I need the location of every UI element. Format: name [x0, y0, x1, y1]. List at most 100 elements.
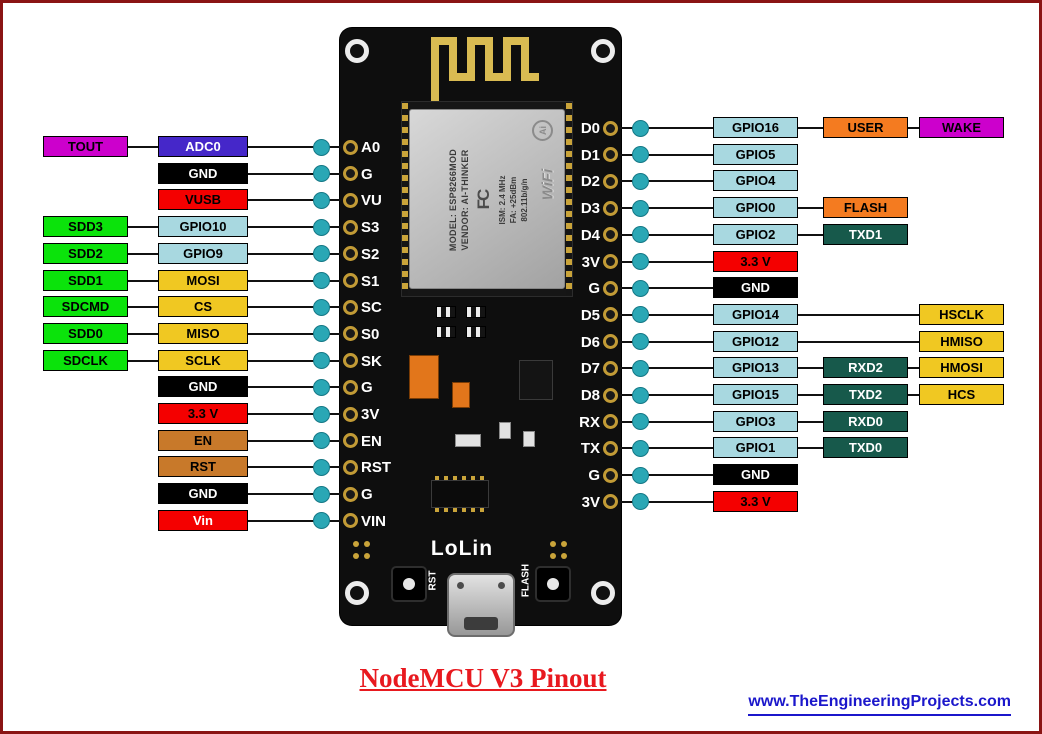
board-pin — [602, 360, 618, 376]
pin-function-label: MOSI — [158, 269, 248, 291]
connector-dot — [312, 512, 330, 530]
connector-dot — [312, 191, 330, 209]
board-pin — [342, 353, 358, 369]
esp-std-text: 802.11b/g/n — [519, 178, 529, 222]
connector-line — [619, 367, 713, 370]
smd-resistor — [436, 306, 456, 318]
connector-line — [798, 394, 823, 396]
pin-function-label: 3.3 V — [713, 490, 798, 512]
wifi-antenna-icon — [431, 37, 539, 105]
pin-function-label: GPIO0 — [713, 197, 798, 219]
connector-line — [128, 279, 158, 282]
board-pin — [602, 334, 618, 350]
esp-pa-text: FA: +25dBm — [508, 176, 518, 224]
connector-line — [128, 146, 158, 148]
solder-pad — [353, 541, 359, 547]
connector-dot — [631, 306, 649, 324]
connector-dot — [631, 253, 649, 270]
connector-dot — [312, 165, 330, 183]
connector-line — [619, 474, 713, 477]
board-pin — [602, 147, 618, 163]
connector-dot — [312, 325, 330, 343]
board-pin — [602, 494, 618, 510]
connector-dot — [312, 458, 330, 476]
board-pin-label: G — [588, 280, 600, 298]
pin-function-label: CS — [158, 296, 248, 318]
board-pin-label: RX — [579, 413, 600, 431]
mounting-hole — [345, 39, 369, 63]
connector-line — [248, 252, 342, 255]
solder-pad — [364, 541, 370, 547]
board-pin — [602, 254, 618, 269]
usb-slot — [464, 617, 498, 630]
board-pin — [602, 227, 618, 243]
page-title: NodeMCU V3 Pinout — [359, 663, 607, 693]
connector-line — [798, 447, 823, 450]
pin-function-label: TOUT — [43, 136, 128, 157]
board-pin-label: S1 — [361, 272, 380, 290]
board-pin — [342, 486, 358, 502]
pin-function-label: SDD0 — [43, 322, 128, 344]
connector-dot — [631, 146, 649, 164]
board-pin-label: TX — [580, 440, 600, 458]
pin-function-label: RST — [158, 456, 248, 478]
flash-button[interactable] — [535, 566, 571, 602]
pin-function-label: HMOSI — [919, 357, 1004, 379]
connector-line — [619, 447, 713, 450]
pin-function-label: GPIO15 — [713, 384, 798, 405]
flash-button-cap — [547, 578, 559, 590]
board-pin-label: D7 — [580, 360, 600, 378]
board-pin-label: RST — [361, 459, 391, 477]
board-pin-label: G — [588, 467, 600, 485]
board-pin — [342, 166, 358, 182]
pin-function-label: GND — [713, 464, 798, 486]
board-pin — [342, 219, 358, 235]
connector-line — [798, 233, 823, 236]
website-link[interactable]: www.TheEngineeringProjects.com — [748, 693, 1011, 716]
connector-line — [248, 199, 342, 202]
pin-function-label: TXD1 — [823, 223, 908, 245]
pin-function-label: ADC0 — [158, 136, 248, 157]
esp8266-shield: MODEL: ESP8266MOD VENDOR: AI-THINKER FC … — [409, 109, 565, 289]
pin-function-label: SCLK — [158, 349, 248, 371]
board-pin — [602, 387, 618, 403]
mounting-hole — [591, 39, 615, 63]
board-pin-label: D8 — [580, 387, 600, 404]
smd-resistor — [466, 306, 486, 318]
pin-function-label: MISO — [158, 322, 248, 344]
fcc-logo: FC — [473, 190, 493, 210]
pin-function-label: GPIO9 — [158, 242, 248, 264]
board-pin-label: SC — [361, 299, 382, 317]
connector-line — [619, 260, 713, 263]
mounting-hole — [345, 581, 369, 605]
connector-dot — [312, 352, 330, 370]
smd-component — [523, 431, 535, 447]
board-pin — [602, 440, 618, 456]
pin-function-label: HCS — [919, 384, 1004, 405]
connector-dot — [631, 333, 649, 351]
solder-pad — [561, 553, 567, 559]
pin-function-label: RXD2 — [823, 357, 908, 379]
pin-function-label: VUSB — [158, 189, 248, 211]
pin-function-label: GND — [713, 277, 798, 299]
connector-line — [798, 367, 823, 370]
board-pin — [602, 467, 618, 483]
pin-function-label: RXD0 — [823, 410, 908, 432]
pin-function-label: FLASH — [823, 197, 908, 219]
board-pin-label: G — [361, 486, 373, 504]
connector-dot — [631, 413, 649, 431]
smd-resistor — [436, 326, 456, 338]
mounting-hole — [591, 581, 615, 605]
connector-line — [248, 386, 342, 389]
board-pin — [342, 139, 358, 155]
connector-dot — [631, 439, 649, 457]
solder-pad — [550, 541, 556, 547]
connector-line — [798, 420, 823, 423]
esp-ism-text: ISM: 2.4 MHz — [497, 175, 507, 225]
smd-resistor — [466, 326, 486, 338]
connector-line — [619, 207, 713, 210]
connector-dot — [312, 485, 330, 503]
connector-dot — [631, 119, 649, 137]
rst-button[interactable] — [391, 566, 427, 602]
